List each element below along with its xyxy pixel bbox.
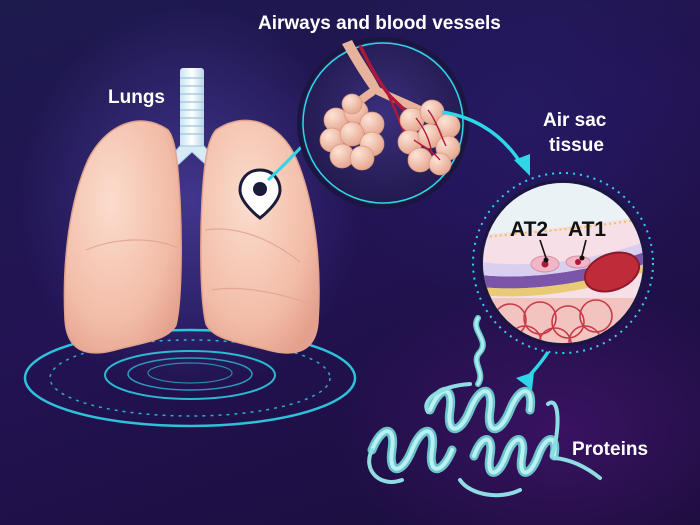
alveoli-cluster-right: [397, 99, 461, 176]
label-at2: AT2: [510, 218, 548, 241]
label-air-sac-line2: tissue: [549, 135, 604, 156]
label-air-sac-line1: Air sac: [543, 110, 607, 131]
label-airways: Airways and blood vessels: [258, 13, 501, 34]
platform-rings: [23, 328, 357, 428]
airways-circle: [297, 37, 469, 209]
label-lungs: Lungs: [108, 87, 165, 108]
arrow-airways-to-tissue: [441, 110, 530, 176]
label-at1: AT1: [568, 218, 606, 241]
tissue-circle: [472, 172, 654, 354]
alveoli-cluster-left: [319, 93, 385, 171]
label-proteins: Proteins: [572, 439, 648, 460]
location-pin-icon: [238, 168, 282, 220]
lungs-illustration: [63, 68, 320, 354]
arrow-tissue-to-proteins: [516, 351, 550, 390]
protein-structure: [367, 315, 602, 498]
